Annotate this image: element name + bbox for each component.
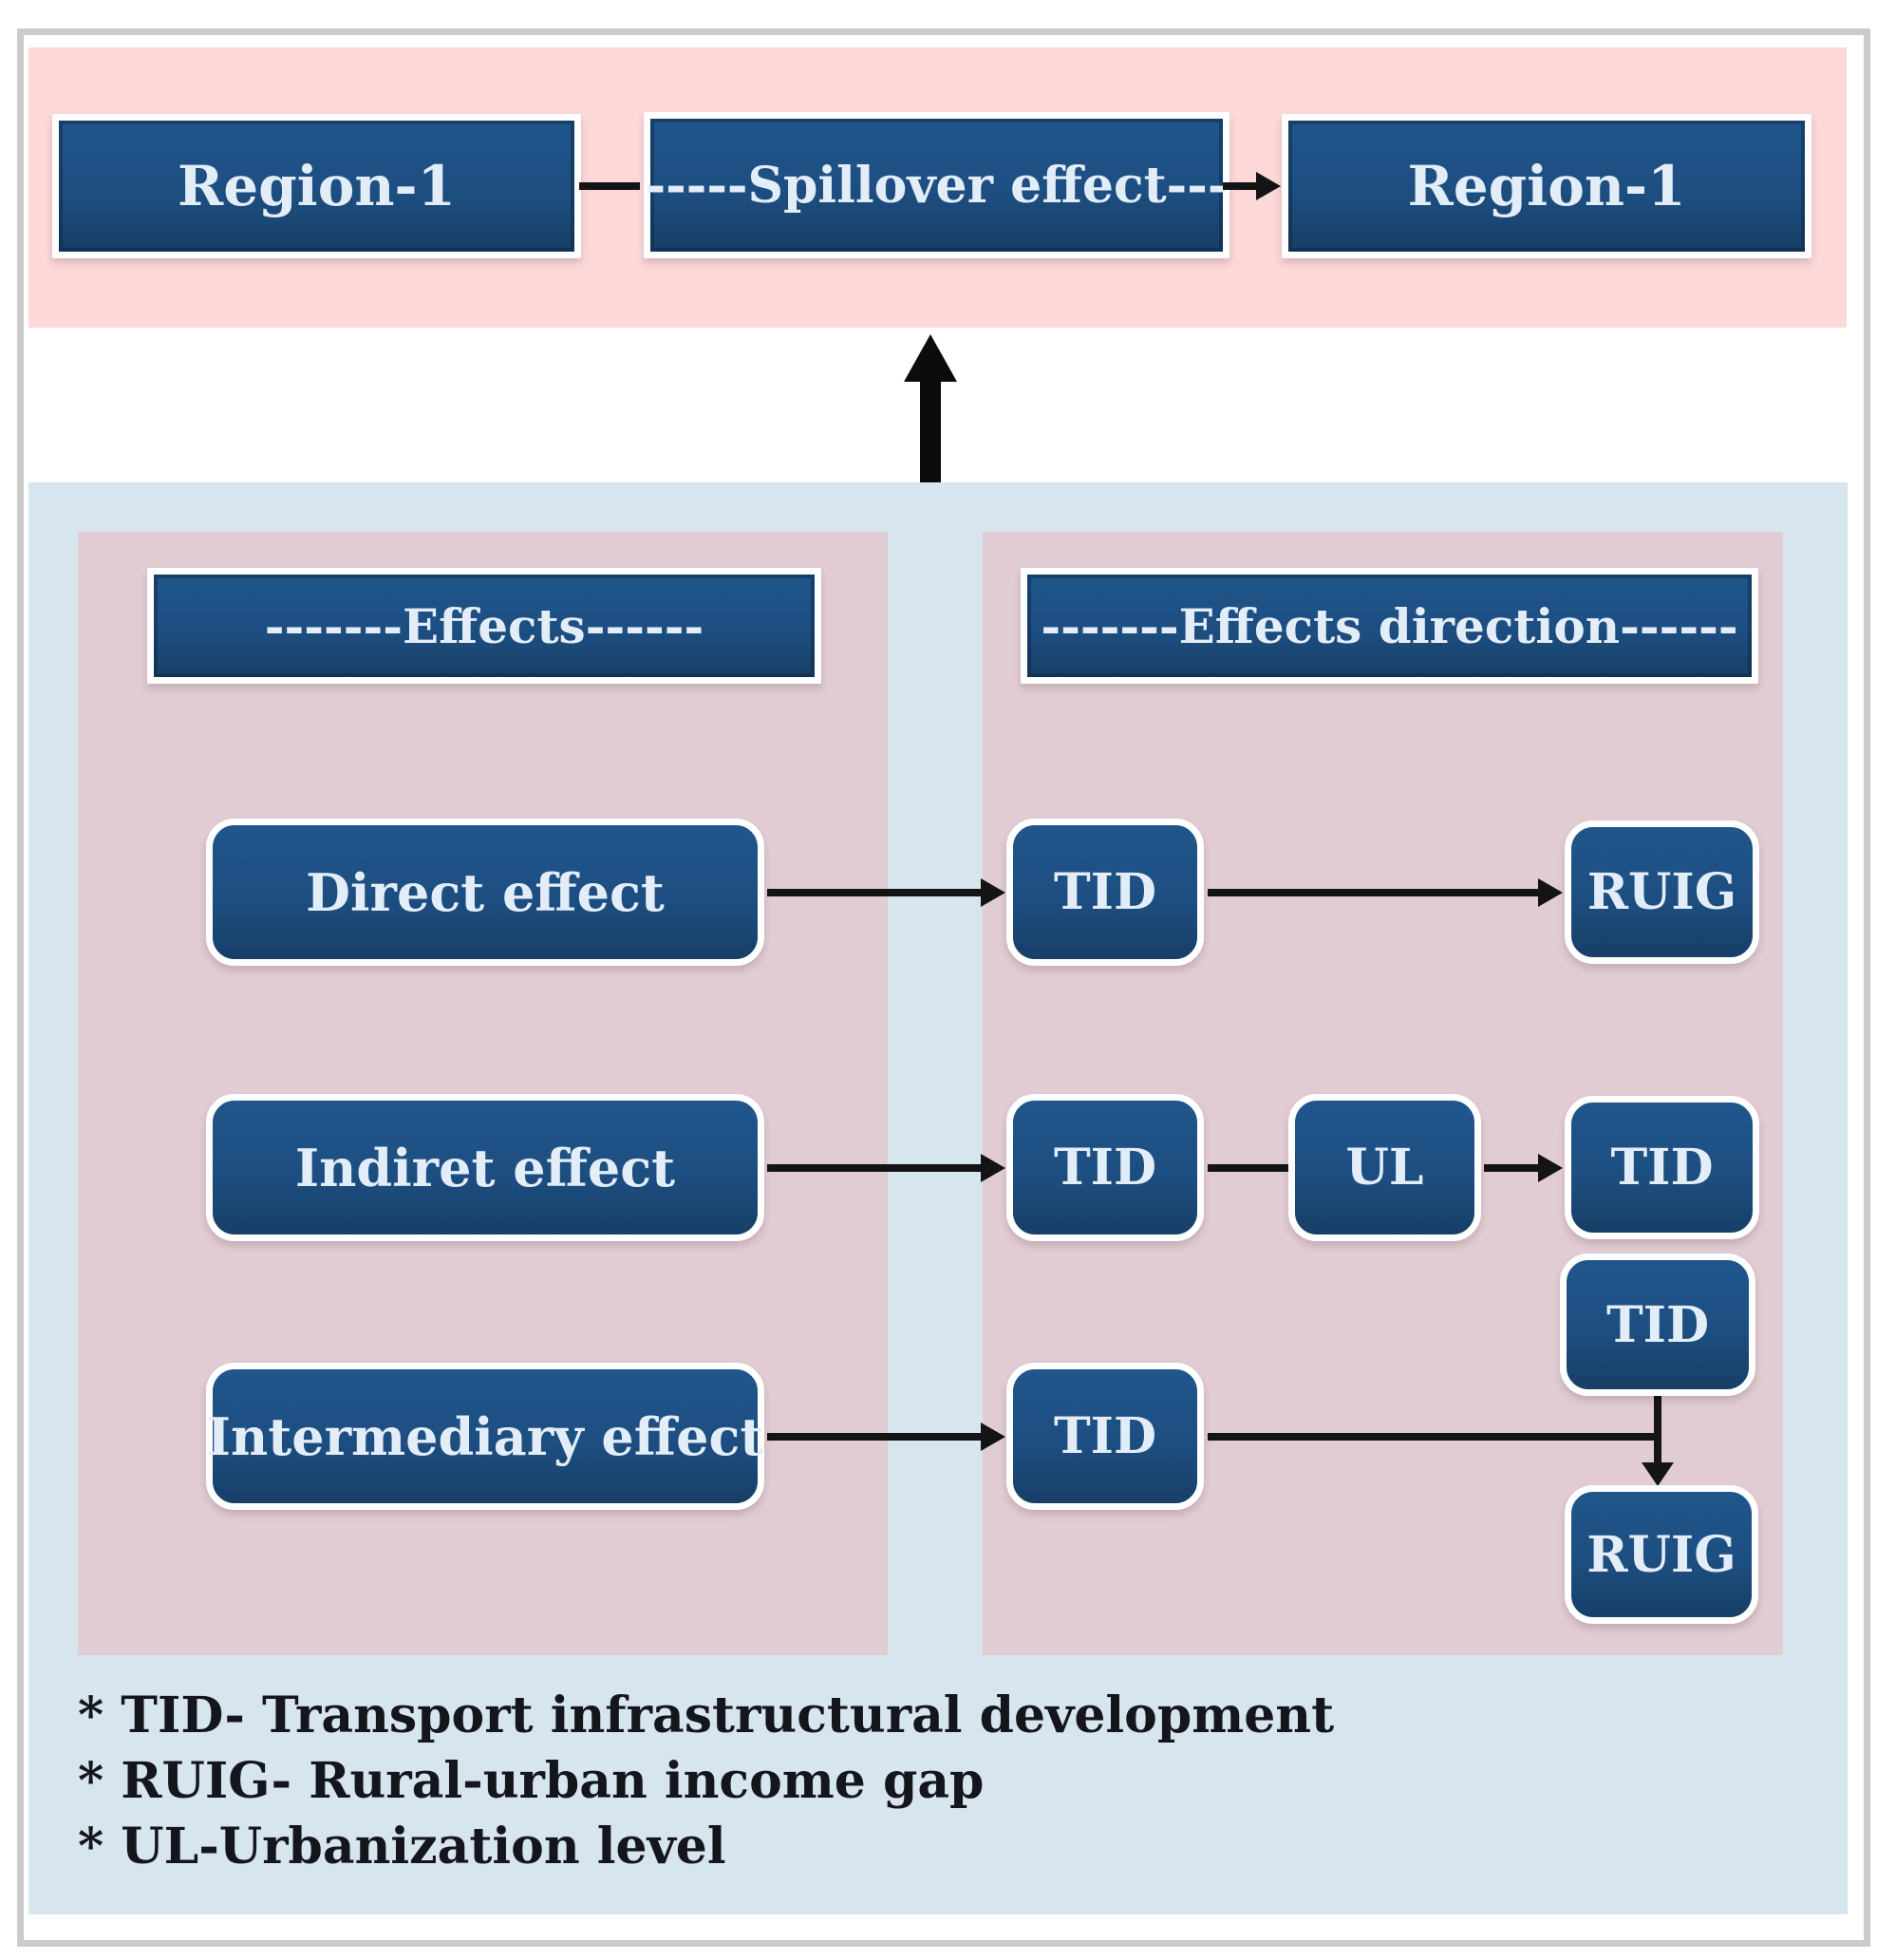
effects-direction-header-label: -------Effects direction------ [1041,597,1738,654]
tid-node-row2: TID [1006,1094,1204,1241]
spillover-effect-box: -----Spillover effect--- [644,112,1229,258]
legend-item-ruig: * RUIG- Rural-urban income gap [78,1752,985,1810]
tid-node-mid: TID [1560,1253,1755,1396]
spillover-effect-label: -----Spillover effect--- [645,156,1229,215]
ruig-node-row3-label: RUIG [1586,1525,1736,1584]
tid-node-mid-label: TID [1605,1295,1710,1354]
region-spillover-connector-line [579,182,640,190]
ruig-node-row1: RUIG [1565,820,1759,964]
effects-direction-header-box: -------Effects direction------ [1021,568,1758,684]
indirect-effect-box: Indiret effect [206,1094,764,1241]
tid-to-ul-connector-line [1208,1164,1289,1172]
intermediary-effect-arrow-right-icon [767,1433,982,1441]
tid-node-row2-right: TID [1565,1096,1759,1239]
effects-header-label: -------Effects------ [264,597,704,654]
tid-row3-connector-line [1208,1433,1661,1441]
region-right-label: Region-1 [1407,154,1686,218]
ul-node-row2-label: UL [1345,1139,1424,1197]
tid-to-ruig-arrow-right-icon [1208,889,1539,896]
ul-to-tid-arrow-right-icon [1484,1164,1539,1172]
region-right-box: Region-1 [1282,114,1811,258]
down-arrow-icon [1642,1462,1674,1486]
tid-node-row3-label: TID [1053,1407,1157,1465]
region-left-box: Region-1 [52,114,581,258]
indirect-effect-arrow-right-icon [767,1164,982,1172]
direct-effect-box: Direct effect [206,819,764,966]
legend-item-ul: * UL-Urbanization level [78,1818,726,1875]
legend: * TID- Transport infrastructural develop… [78,1683,1502,1879]
direct-effect-label: Direct effect [306,861,665,923]
up-arrow-icon [904,334,957,382]
ruig-node-row1-label: RUIG [1586,863,1737,921]
tid-node-row2-label: TID [1053,1139,1157,1197]
effects-header-box: -------Effects------ [147,568,821,684]
ul-node-row2: UL [1288,1094,1481,1241]
tid-node-row1-label: TID [1053,863,1157,921]
indirect-effect-label: Indiret effect [294,1137,676,1198]
direct-effect-arrow-right-icon [767,889,982,896]
intermediary-effect-box: Intermediary effect [206,1363,764,1510]
tid-mid-down-connector-line [1654,1396,1661,1464]
ruig-node-row3: RUIG [1565,1485,1758,1624]
intermediary-effect-label: Intermediary effect [206,1405,764,1467]
tid-node-row1: TID [1006,819,1204,966]
spillover-region-arrow-right-icon [1223,182,1257,190]
legend-item-tid: * TID- Transport infrastructural develop… [78,1687,1335,1744]
up-arrow-shaft [920,378,941,484]
figure-border [17,28,1870,1947]
tid-node-row2-right-label: TID [1610,1139,1714,1197]
region-left-label: Region-1 [178,154,456,218]
tid-node-row3: TID [1006,1363,1204,1510]
